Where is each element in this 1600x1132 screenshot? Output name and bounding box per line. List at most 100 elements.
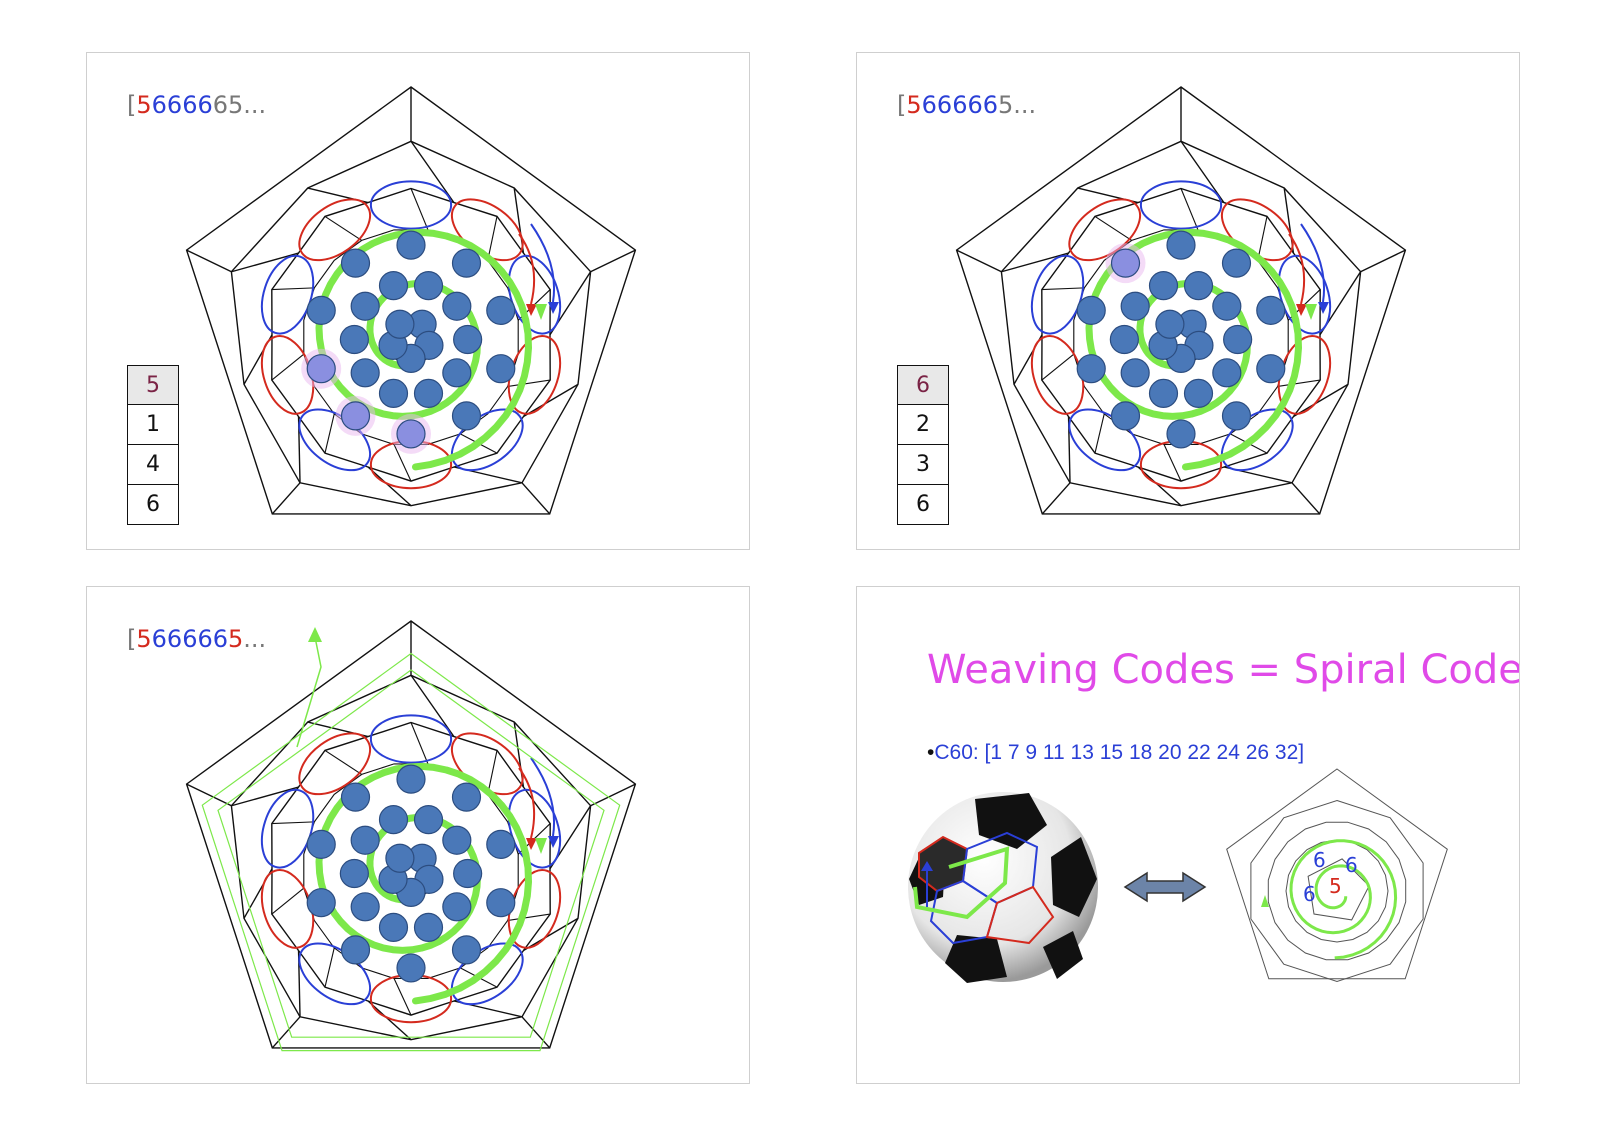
counter-stack: 6 2 3 6 — [897, 365, 949, 525]
summary-graphic: 6 6 6 5 — [908, 768, 1448, 983]
sequence-part: 66666 — [921, 91, 999, 119]
atom-marker — [339, 324, 369, 355]
atom-marker — [1148, 271, 1179, 301]
atom-marker — [340, 248, 371, 278]
atom-marker — [378, 271, 409, 301]
stack-cell: 6 — [897, 365, 949, 405]
atom-marker — [1148, 378, 1179, 408]
atom-marker — [413, 805, 444, 835]
bullet-dot: • — [927, 741, 935, 764]
atom-marker — [413, 378, 444, 408]
atom-marker — [1183, 378, 1214, 408]
bullet-text: C60: [1 7 9 11 13 15 18 20 22 24 26 32] — [934, 741, 1305, 764]
schlegel-graph — [955, 86, 1407, 515]
atom-marker — [486, 829, 516, 859]
slide-step-3: [5666665... — [86, 586, 750, 1084]
double-arrow-icon — [1123, 871, 1207, 903]
atom-marker — [350, 291, 380, 321]
stack-cell: 6 — [127, 485, 179, 525]
atom-marker — [340, 401, 371, 431]
stack-cell: 6 — [897, 485, 949, 525]
atom-marker — [451, 935, 482, 965]
atom-markers — [306, 764, 516, 983]
bullet-item: •C60: [1 7 9 11 13 15 18 20 22 24 26 32] — [927, 741, 1304, 765]
atom-marker — [1256, 354, 1286, 384]
schlegel-graph — [185, 620, 637, 1049]
mini-labels: 6 6 6 5 — [1303, 848, 1358, 906]
atom-marker — [350, 825, 380, 855]
atom-marker — [1076, 354, 1106, 384]
outer-spiral-path — [201, 627, 621, 1052]
atom-markers — [301, 230, 516, 454]
sequence-part: 66666 — [151, 625, 229, 653]
atom-marker — [396, 419, 426, 449]
atom-marker — [1166, 419, 1196, 449]
atom-marker — [486, 888, 516, 918]
atom-marker — [1256, 295, 1286, 325]
atom-marker — [1223, 324, 1253, 355]
atom-marker — [378, 912, 409, 942]
atom-marker — [1076, 295, 1106, 325]
stack-cell: 5 — [127, 365, 179, 405]
atom-marker — [378, 805, 409, 835]
sequence-part: 5 — [228, 625, 244, 653]
mini-label: 5 — [1329, 874, 1342, 898]
slide-title: Weaving Codes = Spiral Codes — [927, 647, 1520, 693]
counter-stack: 5 1 4 6 — [127, 365, 179, 525]
atom-marker — [1166, 230, 1196, 260]
atom-marker — [442, 825, 472, 855]
atom-marker — [413, 271, 444, 301]
atom-marker — [442, 892, 472, 922]
atom-marker — [451, 248, 482, 278]
atom-marker — [1110, 248, 1141, 278]
atom-marker — [306, 888, 336, 918]
atom-marker — [350, 892, 380, 922]
atom-marker — [378, 378, 409, 408]
atom-marker — [396, 230, 426, 260]
atom-marker — [306, 354, 336, 384]
atom-marker — [486, 354, 516, 384]
atom-marker — [486, 295, 516, 325]
sequence-part: 5 — [906, 91, 922, 119]
atom-marker — [442, 358, 472, 388]
atom-marker — [339, 858, 369, 889]
atom-markers — [1076, 230, 1286, 449]
atom-marker — [1155, 309, 1185, 339]
spiral-sequence: [5666665... — [127, 91, 266, 119]
atom-marker — [350, 358, 380, 388]
atom-marker — [385, 843, 415, 873]
soccer-ball-image — [908, 792, 1098, 983]
sequence-part: [ — [897, 91, 907, 119]
spiral-sequence: [5666665... — [897, 91, 1036, 119]
sequence-part: 5 — [136, 625, 152, 653]
slide-step-2: [5666665... 6 2 3 6 — [856, 52, 1520, 550]
atom-marker — [1221, 248, 1252, 278]
atom-marker — [453, 324, 483, 355]
fullerene-diagram — [185, 620, 637, 1052]
mini-label: 6 — [1345, 853, 1358, 877]
mini-spiral-diagram — [1226, 768, 1448, 983]
atom-marker — [385, 309, 415, 339]
slide-summary: Weaving Codes = Spiral Codes •C60: [1 7 … — [856, 586, 1520, 1084]
atom-marker — [340, 935, 371, 965]
mini-label: 6 — [1313, 848, 1326, 872]
atom-marker — [442, 291, 472, 321]
atom-marker — [453, 858, 483, 889]
atom-marker — [306, 295, 336, 325]
sequence-part: 5 — [136, 91, 152, 119]
sequence-part: 5... — [998, 91, 1037, 119]
stack-cell: 1 — [127, 405, 179, 445]
spiral-sequence: [5666665... — [127, 625, 266, 653]
sequence-part: 6666 — [151, 91, 213, 119]
atom-marker — [306, 829, 336, 859]
stack-cell: 2 — [897, 405, 949, 445]
atom-marker — [1110, 401, 1141, 431]
atom-marker — [413, 912, 444, 942]
sequence-part: [ — [127, 91, 137, 119]
atom-marker — [340, 782, 371, 812]
atom-marker — [451, 401, 482, 431]
atom-marker — [1212, 291, 1242, 321]
slide-step-1: [5666665... 5 1 4 6 — [86, 52, 750, 550]
stack-cell: 4 — [127, 445, 179, 485]
mini-label: 6 — [1303, 882, 1316, 906]
